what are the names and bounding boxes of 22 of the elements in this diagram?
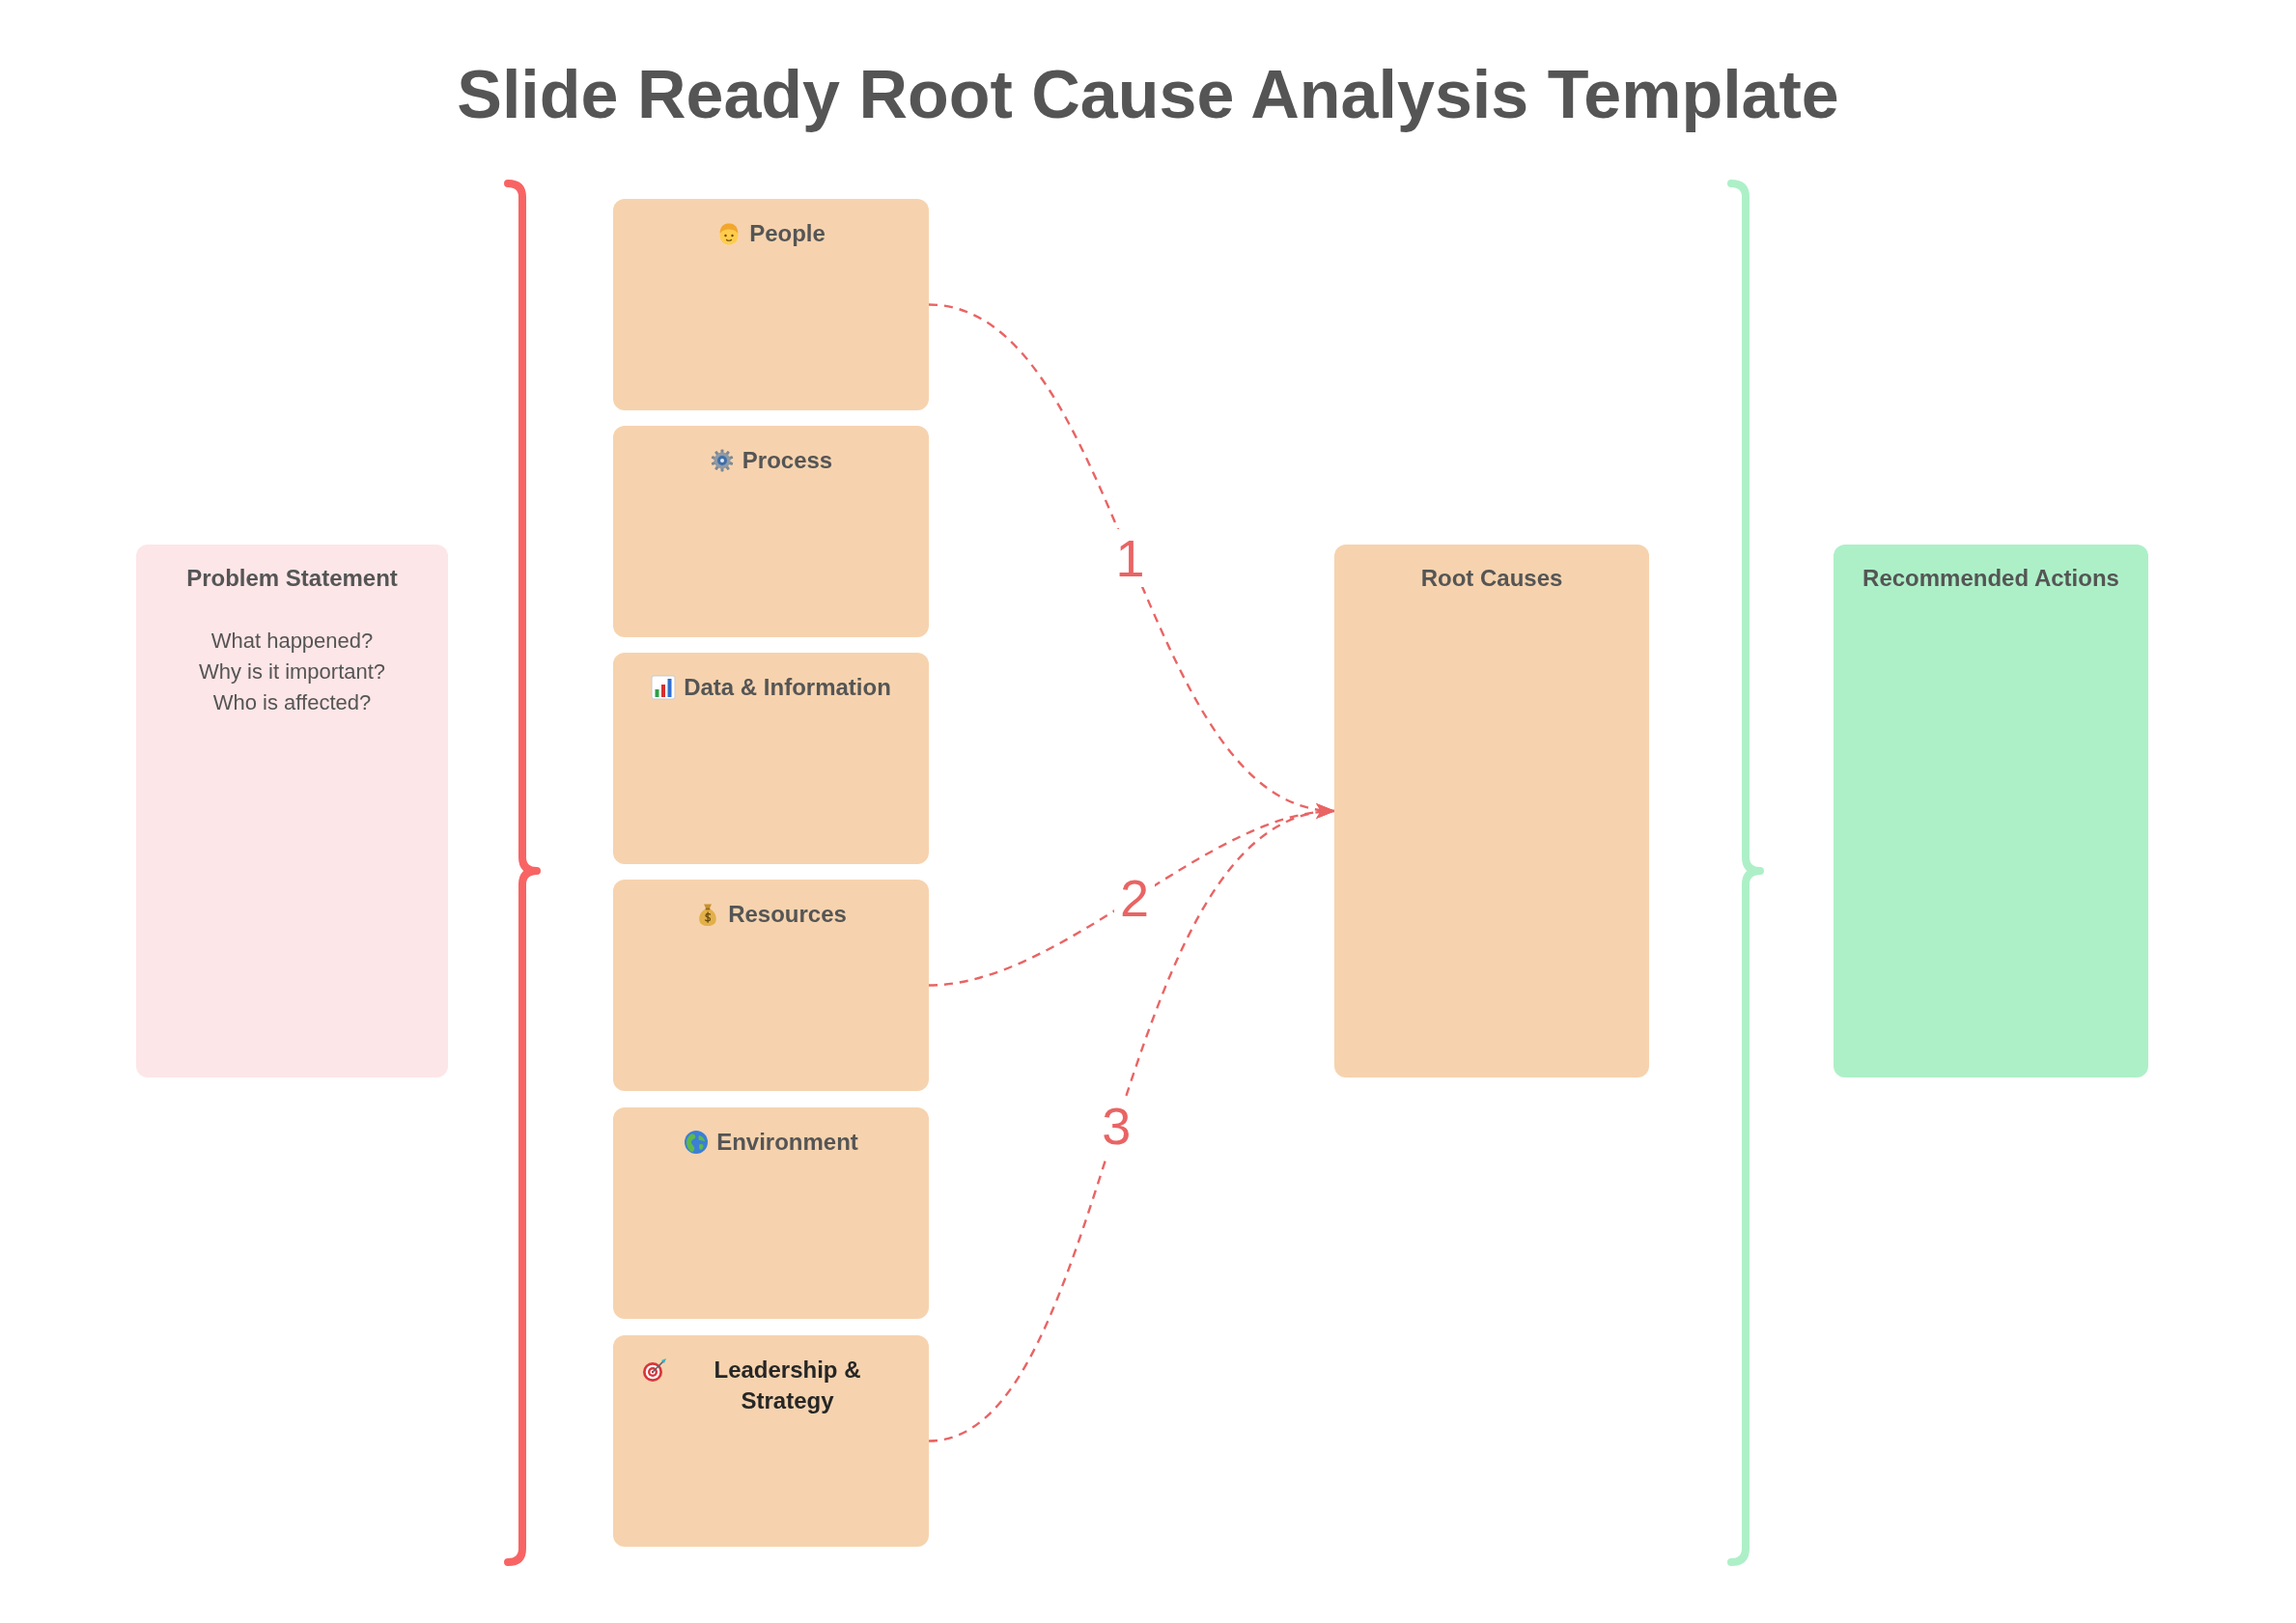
card-heading: Problem Statement: [186, 564, 398, 593]
root-causes-card: [1334, 545, 1649, 1077]
category-card: [613, 199, 929, 410]
card-heading: Environment: [716, 1128, 858, 1157]
prompt-question: Who is affected?: [212, 689, 372, 716]
card-heading: Recommended Actions: [1862, 564, 2119, 593]
card-heading: People: [749, 219, 826, 248]
card-heading: Root Causes: [1420, 564, 1563, 593]
category-card: [613, 880, 929, 1091]
problem-statement-card: [136, 545, 448, 1077]
card-heading: Leadership & Strategy: [713, 1356, 862, 1415]
card-heading: Resources: [728, 900, 847, 929]
prompt-question: What happened?: [210, 628, 374, 655]
title: Slide Ready Root Cause Analysis Template: [457, 56, 1839, 133]
category-card: [613, 426, 929, 637]
actions-card: [1834, 545, 2148, 1077]
category-card: [613, 653, 929, 864]
card-heading: Data & Information: [684, 673, 891, 702]
prompt-question: Why is it important?: [198, 658, 386, 686]
category-card: [613, 1107, 929, 1319]
category-card: [613, 1335, 929, 1547]
card-heading: Process: [742, 446, 833, 475]
